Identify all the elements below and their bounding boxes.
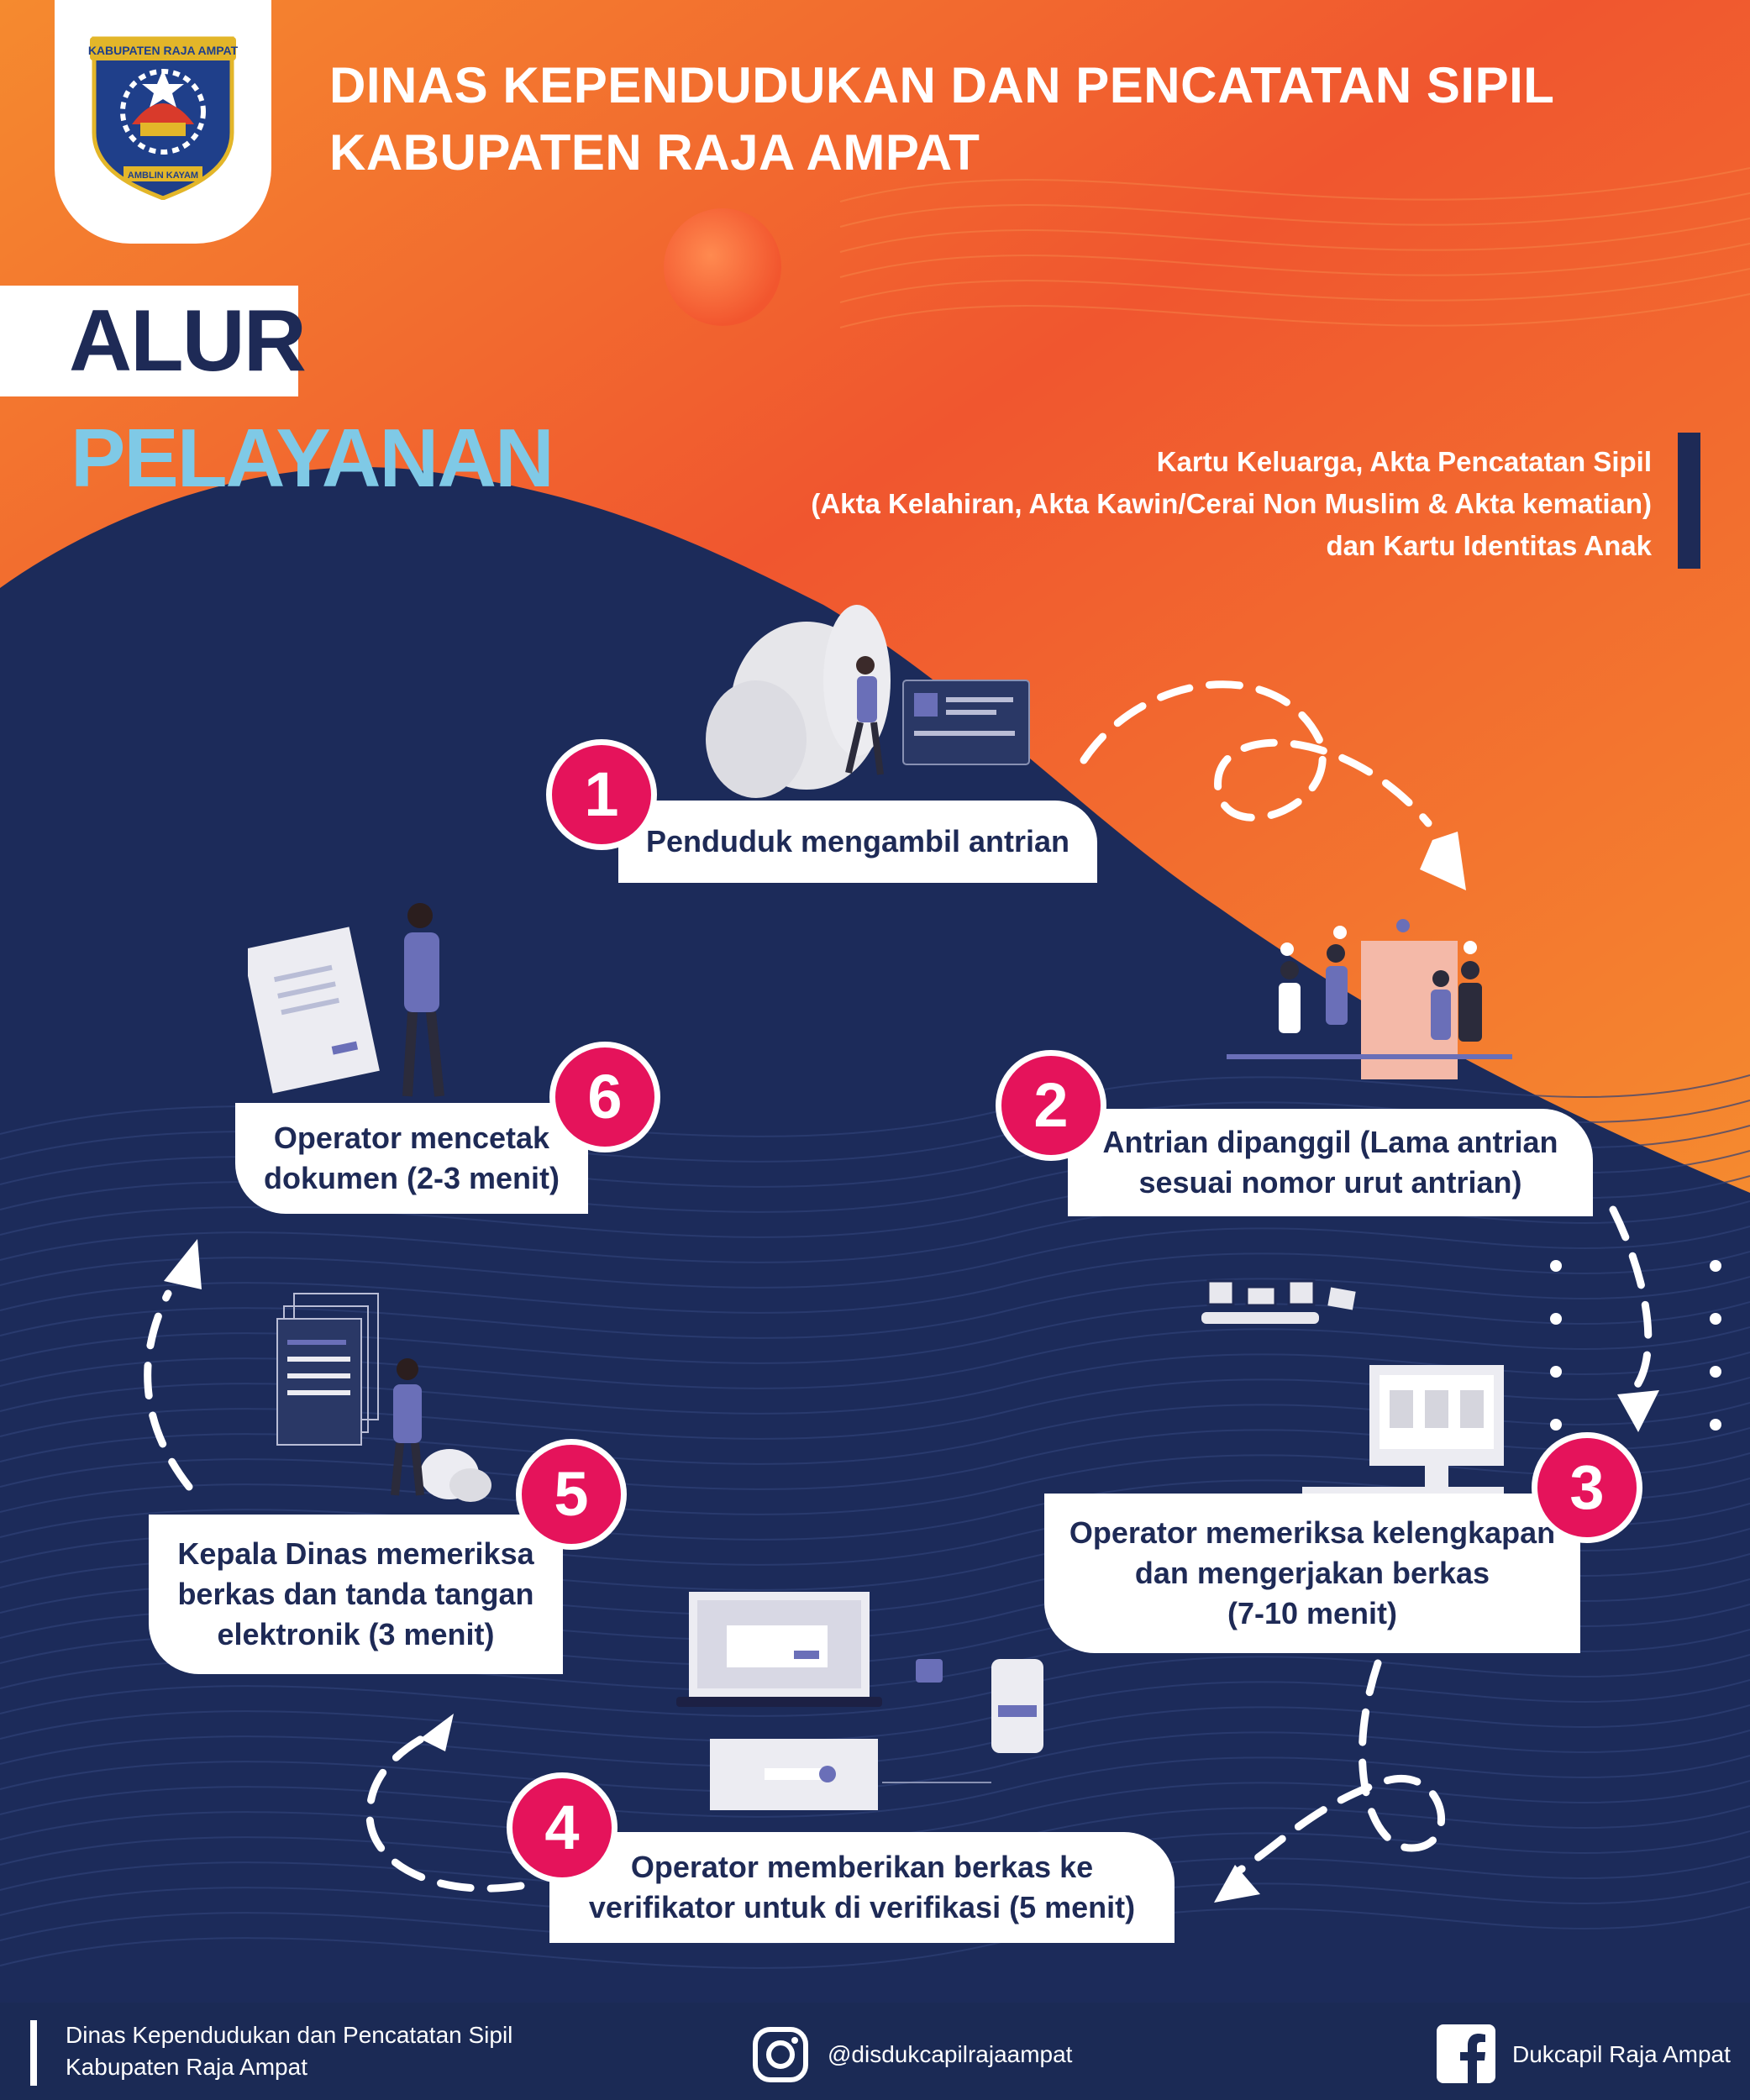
arrow-4-to-5 — [365, 1726, 525, 1893]
step-5-text-line1: Kepala Dinas memeriksa — [177, 1536, 534, 1571]
hero-word-pelayanan: PELAYANAN — [71, 412, 554, 504]
svg-text:AMBLIN KAYAM: AMBLIN KAYAM — [128, 171, 198, 181]
hero-word-alur: ALUR — [69, 292, 307, 390]
step-4-text-line2: verifikator untuk di verifikasi (5 menit… — [588, 1890, 1136, 1924]
step-3-text-line2: dan mengerjakan berkas — [1134, 1556, 1490, 1590]
arrow-1-to-2 — [1080, 680, 1432, 827]
illustration-verification — [676, 1592, 1043, 1810]
step-2-box: Antrian dipanggil (Lama antrian sesuai n… — [1068, 1109, 1593, 1216]
step-5-box: Kepala Dinas memeriksa berkas dan tanda … — [149, 1515, 563, 1674]
step-3-box: Operator memeriksa kelengkapan dan menge… — [1044, 1494, 1580, 1653]
arrowhead-icon — [164, 1239, 202, 1289]
subtitle-line2: (Akta Kelahiran, Akta Kawin/Cerai Non Mu… — [811, 488, 1652, 519]
facebook-page[interactable]: Dukcapil Raja Ampat — [1512, 2041, 1731, 2067]
footer-org-line1: Dinas Kependudukan dan Pencatatan Sipil — [66, 2022, 513, 2048]
instagram-icon[interactable] — [752, 2026, 809, 2083]
illustration-queue-called — [1227, 919, 1512, 1079]
illustration-head-signing — [276, 1293, 491, 1502]
facebook-icon[interactable] — [1437, 2024, 1495, 2083]
step-6-text-line2: dokumen (2-3 menit) — [263, 1161, 560, 1195]
arrow-3-to-4 — [1231, 1659, 1445, 1877]
svg-text:KABUPATEN RAJA AMPAT: KABUPATEN RAJA AMPAT — [88, 44, 239, 57]
step-5-text-line2: berkas dan tanda tangan — [177, 1577, 534, 1611]
arrowhead-icon — [1617, 1390, 1659, 1432]
step-4-text-line1: Operator memberikan berkas ke — [630, 1850, 1094, 1884]
step-2-text-line1: Antrian dipanggil (Lama antrian — [1102, 1125, 1558, 1159]
arrowhead-icon — [420, 1714, 454, 1751]
step-6-text-line1: Operator mencetak — [273, 1121, 550, 1155]
header-title: DINAS KEPENDUDUKAN DAN PENCATATAN SIPIL … — [329, 52, 1554, 186]
step-2-badge: 2 — [996, 1050, 1106, 1161]
step-5-badge: 5 — [516, 1439, 627, 1550]
logo-card: KABUPATEN RAJA AMPAT AMBLIN KAYAM — [55, 0, 271, 244]
arrowhead-icon — [1214, 1865, 1260, 1903]
subtitle-line1: Kartu Keluarga, Akta Pencatatan Sipil — [1156, 446, 1652, 477]
illustration-print-document — [248, 903, 444, 1097]
step-3-text-line1: Operator memeriksa kelengkapan — [1069, 1515, 1556, 1550]
regency-emblem-logo: KABUPATEN RAJA AMPAT AMBLIN KAYAM — [88, 36, 239, 200]
instagram-handle[interactable]: @disdukcapilrajaampat — [828, 2041, 1073, 2067]
header-title-line1: DINAS KEPENDUDUKAN DAN PENCATATAN SIPIL — [329, 57, 1555, 113]
arrow-5-to-6 — [144, 1289, 193, 1491]
illustration-queue-ticket — [706, 605, 1030, 798]
subtitle-accent-bar — [1678, 433, 1700, 569]
step-6-box: Operator mencetak dokumen (2-3 menit) — [235, 1103, 588, 1214]
arrow-2-to-3 — [1609, 1205, 1653, 1399]
step-3-badge: 3 — [1532, 1432, 1642, 1543]
footer-org-line2: Kabupaten Raja Ampat — [66, 2054, 307, 2080]
arrowhead-icon — [1420, 832, 1466, 890]
footer-accent-bar — [30, 2020, 37, 2086]
step-6-badge: 6 — [549, 1042, 660, 1152]
step-1-text: Penduduk mengambil antrian — [645, 824, 1070, 858]
alur-box — [0, 286, 298, 396]
step-4-badge: 4 — [507, 1772, 617, 1883]
step-2-text-line2: sesuai nomor urut antrian) — [1138, 1165, 1522, 1200]
footer-org: Dinas Kependudukan dan Pencatatan Sipil … — [66, 2019, 512, 2083]
header-title-line2: KABUPATEN RAJA AMPAT — [329, 124, 980, 181]
illustration-operator-computer — [1201, 1279, 1504, 1494]
subtitle-line3: dan Kartu Identitas Anak — [1326, 530, 1652, 561]
step-4-box: Operator memberikan berkas ke verifikato… — [549, 1832, 1175, 1943]
step-1-badge: 1 — [546, 739, 657, 850]
step-5-text-line3: elektronik (3 menit) — [217, 1617, 495, 1651]
hero-subtitle: Kartu Keluarga, Akta Pencatatan Sipil (A… — [811, 441, 1652, 567]
step-1-box: Penduduk mengambil antrian — [618, 801, 1097, 883]
step-3-text-line3: (7-10 menit) — [1227, 1596, 1398, 1630]
